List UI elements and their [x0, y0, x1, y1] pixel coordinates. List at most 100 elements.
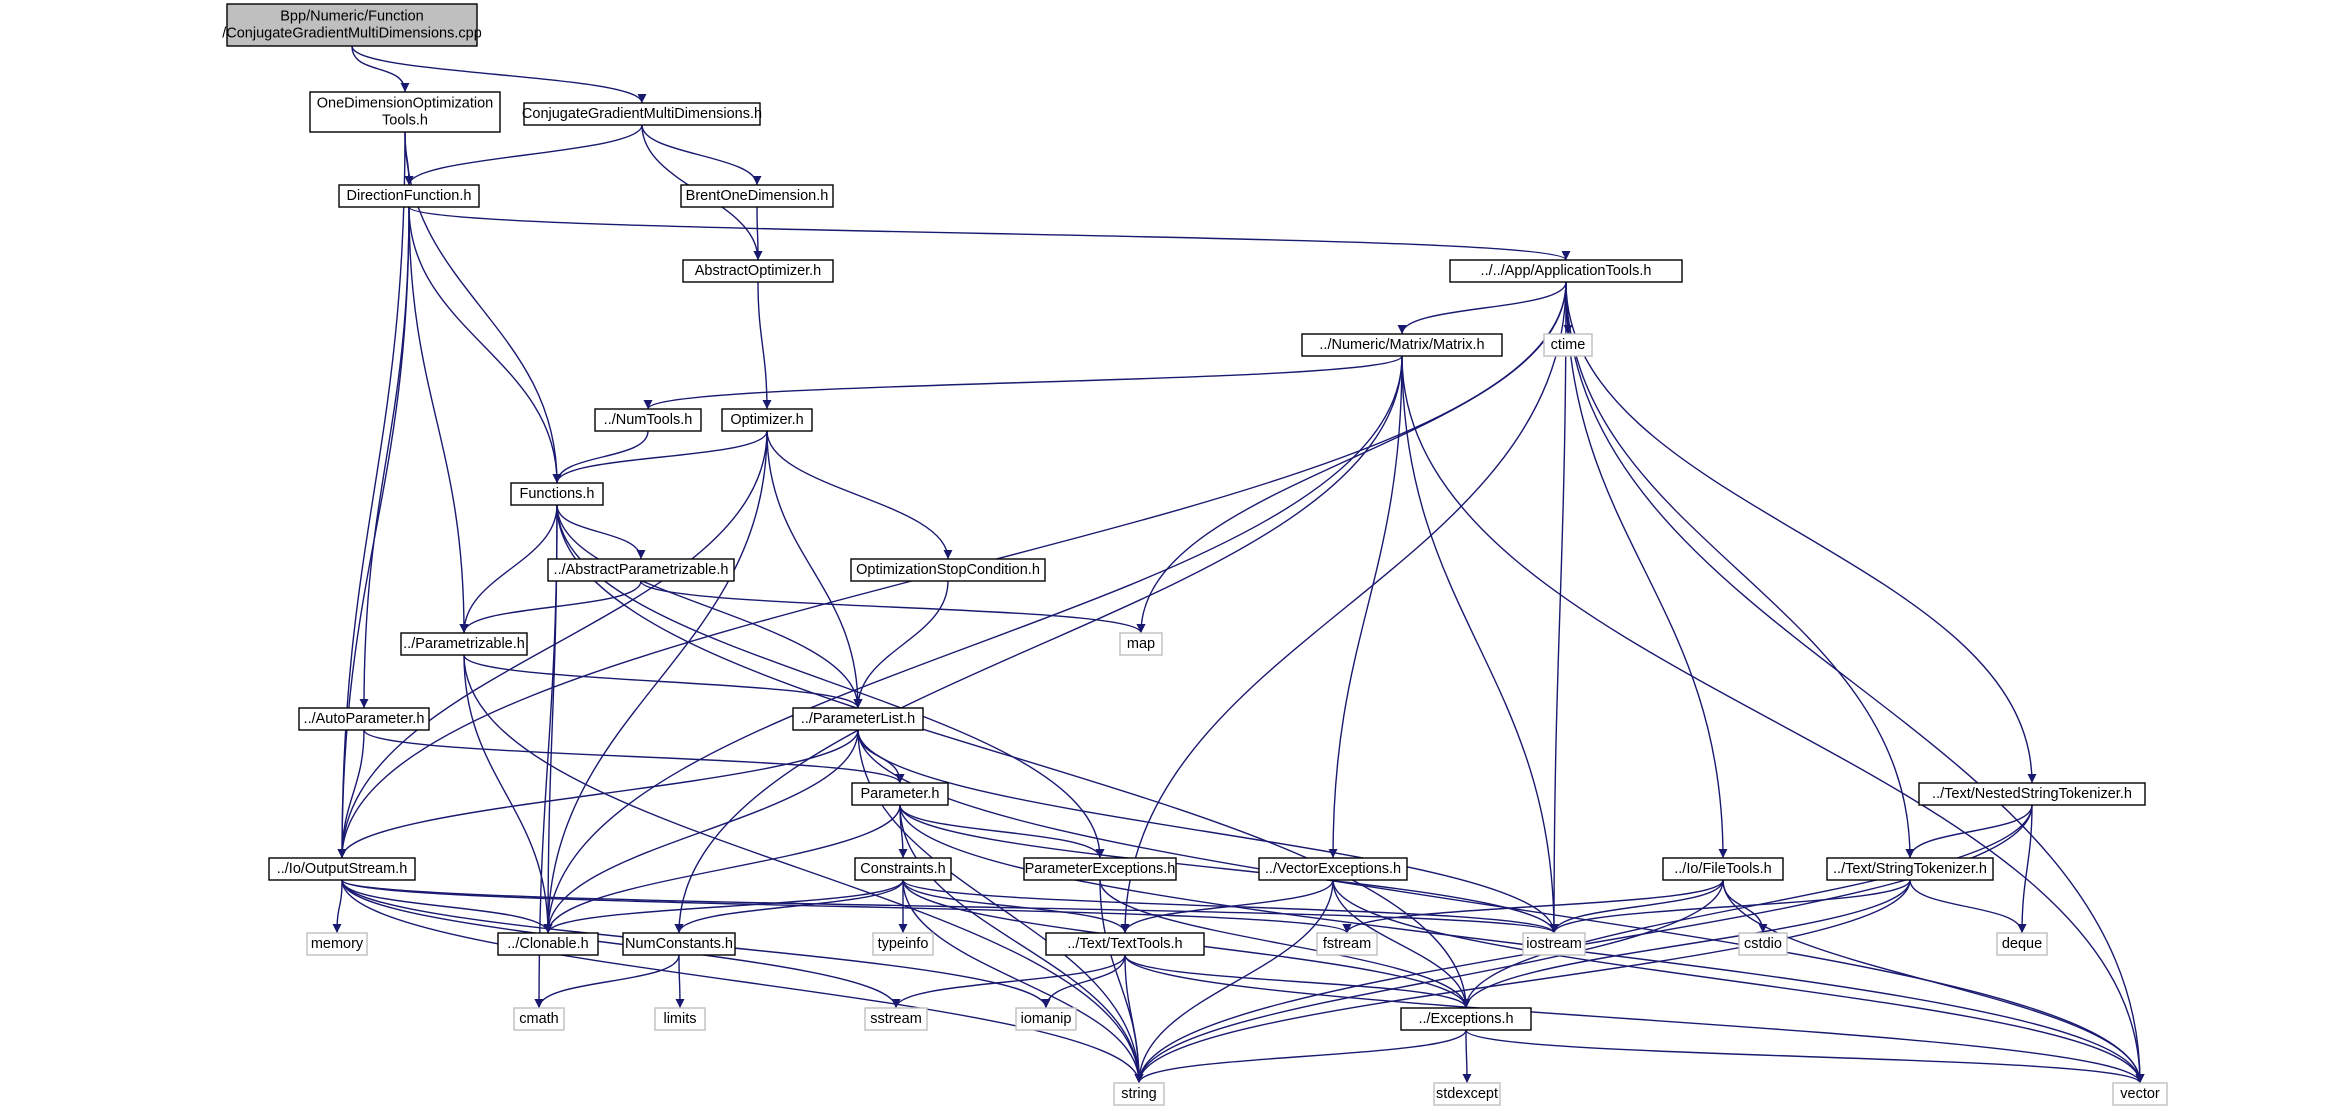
edge-optstop-to-paramlist	[853, 580, 949, 709]
edge-autoparam-to-outstream	[337, 729, 365, 859]
node-optimizer[interactable]: Optimizer.h	[721, 408, 813, 432]
node-paramexc[interactable]: ParameterExceptions.h	[1023, 857, 1177, 881]
node-dirf[interactable]: DirectionFunction.h	[338, 184, 480, 208]
node-root-label-1: /ConjugateGradientMultiDimensions.cpp	[222, 26, 482, 42]
edge-apptools-to-iostream	[1549, 281, 1567, 934]
node-paramlist-label-0: ../ParameterList.h	[801, 711, 915, 727]
node-cmath: cmath	[513, 1007, 565, 1031]
edge-functions-to-paramlist	[556, 504, 863, 709]
node-root-label-0: Bpp/Numeric/Function	[280, 9, 423, 25]
edge-constraints-to-numconst	[674, 879, 904, 934]
edge-root-to-cgmd	[351, 45, 647, 104]
node-iostream-label-0: iostream	[1526, 936, 1582, 952]
node-functions[interactable]: Functions.h	[510, 482, 604, 506]
edge-outstream-to-clonable	[341, 879, 553, 934]
node-map: map	[1119, 632, 1163, 656]
node-iomanip: iomanip	[1015, 1007, 1077, 1031]
edge-optimizer-to-optstop	[766, 430, 953, 560]
file-nodes: Bpp/Numeric/Function/ConjugateGradientMu…	[222, 3, 2168, 1106]
node-string: string	[1113, 1082, 1165, 1106]
edge-constraints-to-clonable	[543, 879, 904, 934]
node-matrix[interactable]: ../Numeric/Matrix/Matrix.h	[1301, 333, 1503, 357]
node-absopt-label-0: AbstractOptimizer.h	[695, 263, 822, 279]
node-optstop[interactable]: OptimizationStopCondition.h	[850, 558, 1046, 582]
edge-matrix-to-numconst	[674, 355, 1403, 934]
edge-numconst-to-limits	[675, 954, 685, 1009]
edge-parameter-to-iostream	[899, 804, 1559, 934]
node-outstream[interactable]: ../Io/OutputStream.h	[268, 857, 416, 881]
node-absopt[interactable]: AbstractOptimizer.h	[682, 259, 834, 283]
node-memory: memory	[306, 932, 368, 956]
edge-strtok-to-string	[1134, 879, 1911, 1084]
edge-vecexc-to-vector	[1332, 879, 2145, 1084]
edge-apptools-to-texttools	[1120, 281, 1567, 934]
node-constraints[interactable]: Constraints.h	[854, 857, 952, 881]
node-strtok[interactable]: ../Text/StringTokenizer.h	[1826, 857, 1994, 881]
edge-dirf-to-parametrizable	[408, 206, 469, 634]
node-nst-label-0: ../Text/NestedStringTokenizer.h	[1932, 786, 2132, 802]
node-clonable[interactable]: ../Clonable.h	[497, 932, 599, 956]
node-odot-label-0: OneDimensionOptimization	[317, 96, 494, 112]
node-stdexcept: stdexcept	[1433, 1082, 1501, 1106]
node-paramlist[interactable]: ../ParameterList.h	[792, 707, 924, 731]
node-apptools[interactable]: ../../App/ApplicationTools.h	[1449, 259, 1683, 283]
node-autoparam[interactable]: ../AutoParameter.h	[298, 707, 430, 731]
edge-paramlist-to-outstream	[337, 729, 859, 859]
node-numtools[interactable]: ../NumTools.h	[594, 408, 702, 432]
node-vecexc-label-0: ../VectorExceptions.h	[1265, 861, 1401, 877]
edge-brent-to-absopt	[753, 206, 763, 261]
node-fstream: fstream	[1316, 932, 1378, 956]
node-cmath-label-0: cmath	[519, 1011, 559, 1027]
node-sstream: sstream	[864, 1007, 928, 1031]
node-iomanip-label-0: iomanip	[1021, 1011, 1072, 1027]
node-filetools[interactable]: ../Io/FileTools.h	[1662, 857, 1784, 881]
edge-exceptions-to-stdexcept	[1462, 1029, 1472, 1084]
edge-texttools-to-string	[1124, 954, 1144, 1084]
node-typeinfo: typeinfo	[872, 932, 934, 956]
node-absparam[interactable]: ../AbstractParametrizable.h	[547, 558, 735, 582]
node-limits-label-0: limits	[663, 1011, 696, 1027]
node-numconst-label-0: NumConstants.h	[625, 936, 733, 952]
node-parametrizable[interactable]: ../Parametrizable.h	[400, 632, 528, 656]
node-numconst[interactable]: NumConstants.h	[622, 932, 736, 956]
edge-optimizer-to-paramlist	[766, 430, 863, 709]
edge-parameter-to-vector	[899, 804, 2145, 1084]
node-parameter[interactable]: Parameter.h	[851, 782, 949, 806]
edge-optimizer-to-functions	[552, 430, 768, 484]
node-absparam-label-0: ../AbstractParametrizable.h	[554, 562, 729, 578]
edge-parametrizable-to-paramlist	[463, 654, 863, 709]
edge-dirf-to-apptools	[408, 206, 1571, 261]
node-constraints-label-0: Constraints.h	[860, 861, 945, 877]
edge-filetools-to-string	[1134, 879, 1724, 1084]
edge-root-to-odot	[351, 45, 410, 93]
edge-apptools-to-filetools	[1565, 281, 1728, 859]
node-root[interactable]: Bpp/Numeric/Function/ConjugateGradientMu…	[222, 3, 482, 47]
node-deque-label-0: deque	[2002, 936, 2042, 952]
edge-matrix-to-vector	[1401, 355, 2145, 1084]
node-texttools[interactable]: ../Text/TextTools.h	[1045, 932, 1205, 956]
edge-texttools-to-sstream	[891, 954, 1126, 1009]
edge-matrix-to-vecexc	[1328, 355, 1403, 859]
edge-functions-to-absparam	[556, 504, 646, 560]
node-cstdio: cstdio	[1738, 932, 1788, 956]
edge-outstream-to-string	[341, 879, 1144, 1084]
node-typeinfo-label-0: typeinfo	[878, 936, 929, 952]
edge-texttools-to-iomanip	[1041, 954, 1126, 1009]
edge-outstream-to-fstream	[341, 879, 1352, 934]
edge-matrix-to-clonable	[543, 355, 1403, 934]
node-vecexc[interactable]: ../VectorExceptions.h	[1258, 857, 1408, 881]
node-brent[interactable]: BrentOneDimension.h	[680, 184, 834, 208]
edge-constraints-to-texttools	[902, 879, 1130, 934]
edge-strtok-to-iostream	[1549, 879, 1911, 934]
node-ctime: ctime	[1543, 333, 1593, 357]
edge-paramlist-to-iostream	[857, 729, 1559, 934]
node-paramexc-label-0: ParameterExceptions.h	[1025, 861, 1176, 877]
node-exceptions[interactable]: ../Exceptions.h	[1400, 1007, 1532, 1031]
edge-parameter-to-paramexc	[899, 804, 1105, 859]
edge-matrix-to-numtools	[643, 355, 1403, 410]
edge-strtok-to-deque	[1909, 879, 2027, 934]
node-cgmd[interactable]: ConjugateGradientMultiDimensions.h	[522, 102, 762, 126]
edge-nst-to-strtok	[1905, 804, 2033, 859]
node-nst[interactable]: ../Text/NestedStringTokenizer.h	[1918, 782, 2146, 806]
